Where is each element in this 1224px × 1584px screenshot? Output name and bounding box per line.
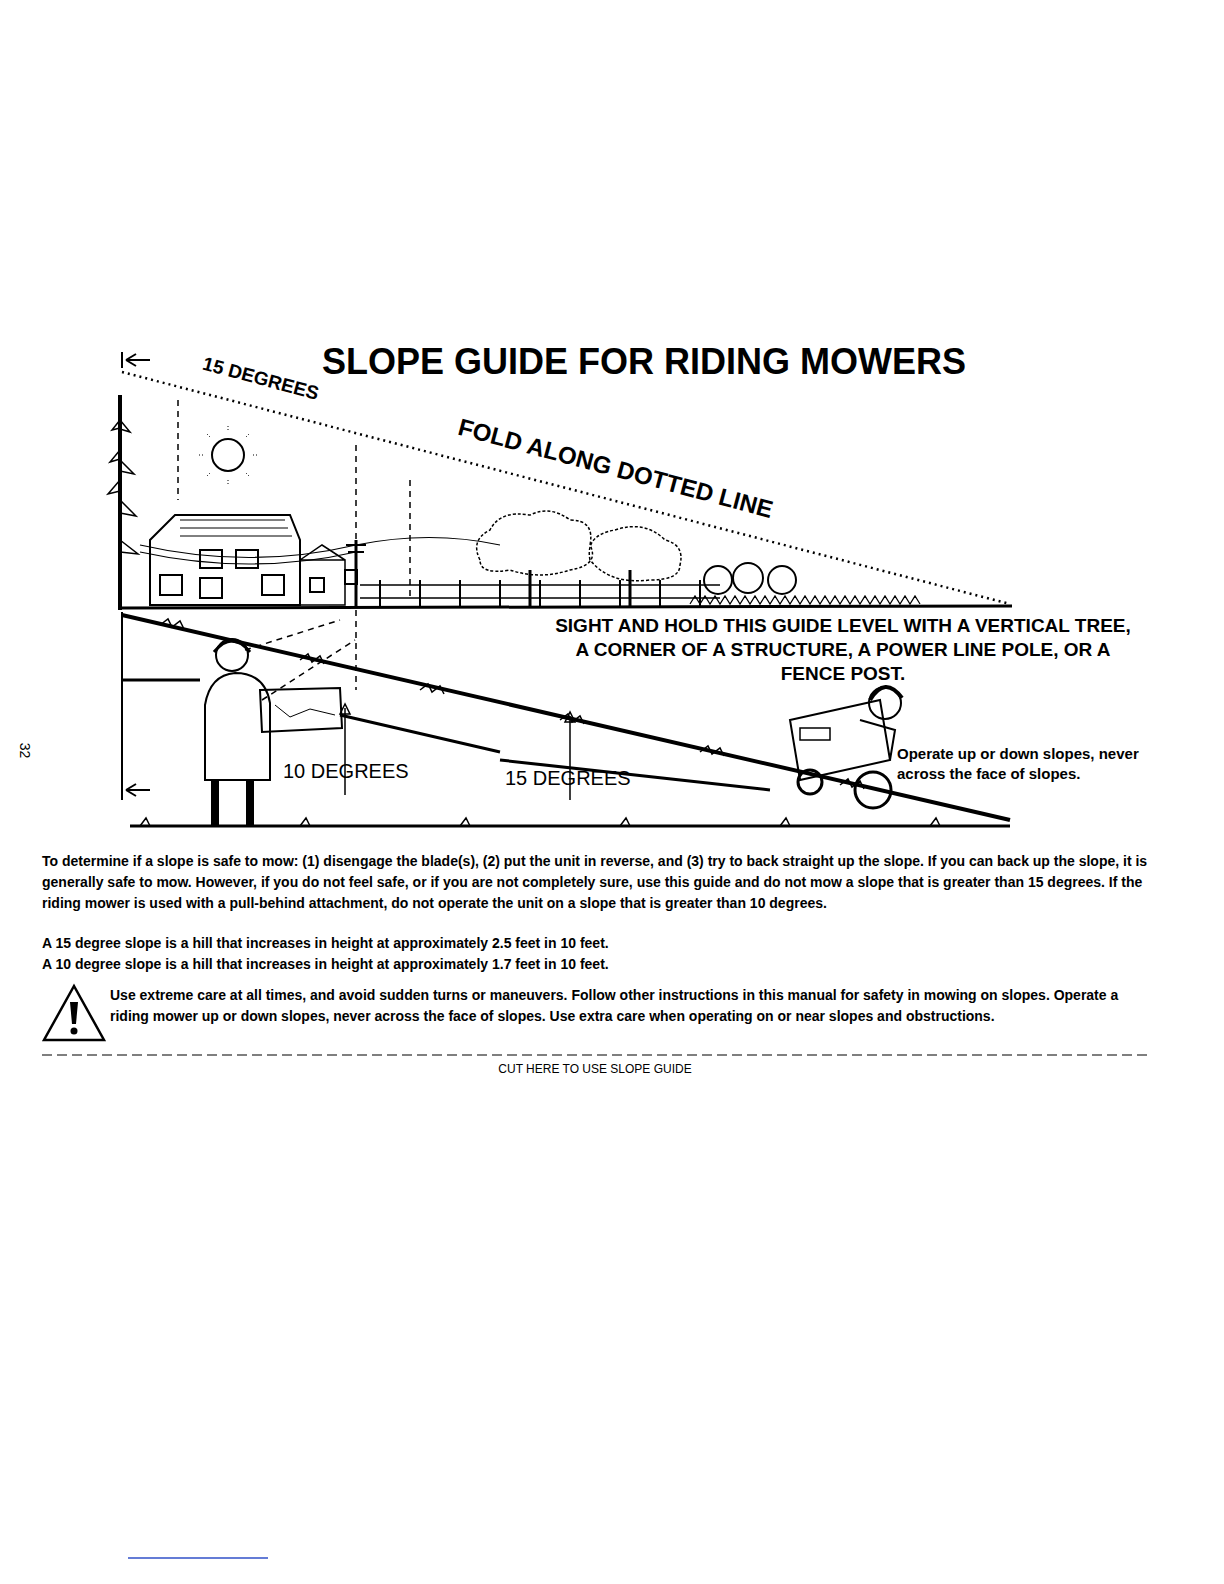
warning-text: Use extreme care at all times, and avoid…: [110, 985, 1155, 1027]
page-title: SLOPE GUIDE FOR RIDING MOWERS: [322, 340, 966, 383]
fold-instruction: FOLD ALONG DOTTED LINE: [455, 413, 776, 525]
operation-note: Operate up or down slopes, never across …: [897, 744, 1142, 784]
angle-label: 15 DEGREES: [200, 353, 321, 406]
body-text: A 15 degree slope is a hill that increas…: [42, 933, 1154, 954]
body-text: A 10 degree slope is a hill that increas…: [42, 954, 1154, 975]
body-text: To determine if a slope is safe to mow: …: [42, 851, 1154, 914]
angle-label: 15 DEGREES: [505, 766, 631, 790]
sighting-instruction: SIGHT AND HOLD THIS GUIDE LEVEL WITH A V…: [548, 614, 1138, 686]
page-number: 32: [16, 743, 33, 759]
warning-symbol: [44, 986, 104, 1040]
angle-label: 10 DEGREES: [283, 759, 409, 783]
cut-instruction: CUT HERE TO USE SLOPE GUIDE: [0, 1062, 1190, 1076]
